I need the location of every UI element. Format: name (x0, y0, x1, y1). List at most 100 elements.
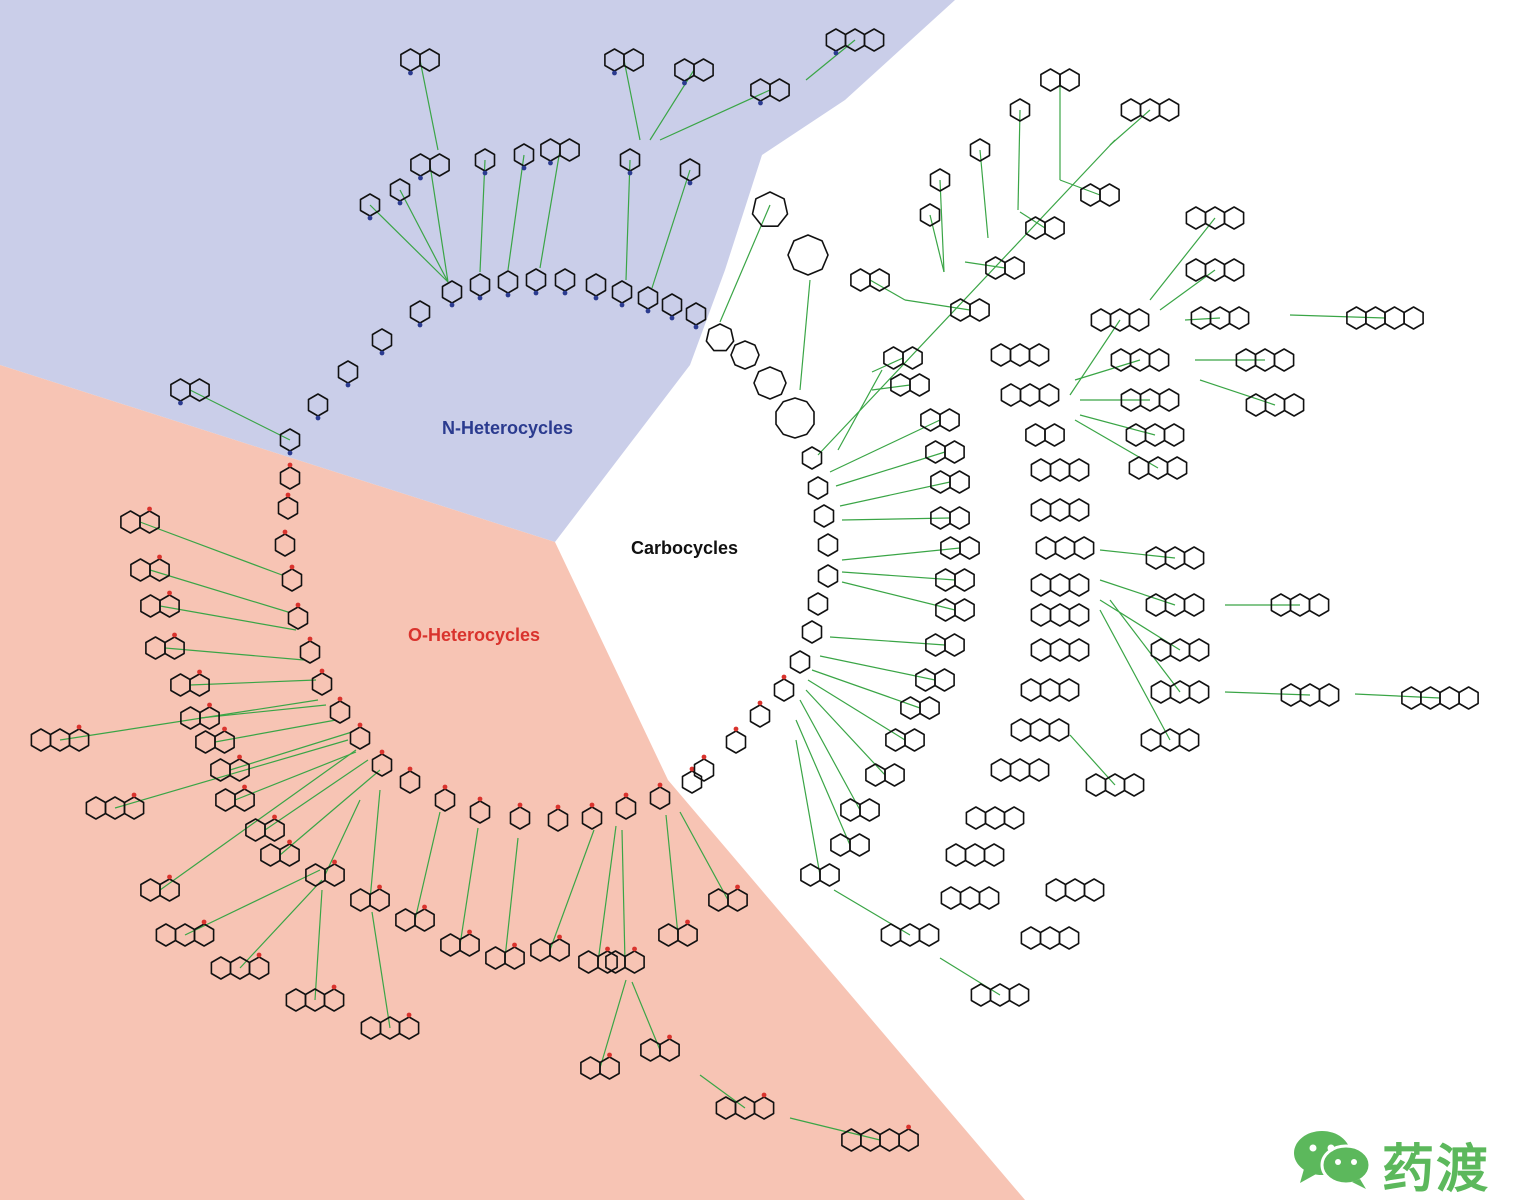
carbocycle-scaffold-icon (1020, 678, 1080, 702)
n-heterocycle-scaffold-icon (409, 300, 431, 328)
tree-edge (214, 719, 337, 743)
tree-edge (649, 69, 695, 141)
tree-edge (807, 679, 906, 741)
carbocycle-scaffold-icon (1025, 423, 1065, 447)
n-heterocycle-scaffold-icon (611, 280, 633, 308)
carbonyl-ring-scaffold-icon (725, 726, 747, 754)
carbocycle-scaffold-icon (925, 440, 965, 464)
tree-edge (1289, 314, 1386, 319)
n-heterocycle-scaffold-icon (585, 273, 607, 301)
tree-edge (651, 169, 691, 289)
tree-edge (149, 569, 289, 613)
n-heterocycle-scaffold-icon (513, 143, 535, 171)
o-heterocycle-scaffold-icon (649, 782, 671, 810)
tree-edge (839, 481, 951, 507)
carbocycle-ring-icon (813, 504, 835, 528)
o-heterocycle-scaffold-icon (145, 632, 185, 660)
carbocycle-scaffold-icon (1120, 98, 1180, 122)
edge-layer (59, 39, 1441, 1141)
o-heterocycle-scaffold-icon (469, 796, 491, 824)
carbocycle-scaffold-icon (850, 268, 890, 292)
tree-edge (904, 299, 971, 311)
tree-edge (279, 769, 381, 856)
carbocycle-scaffold-icon (935, 568, 975, 592)
tree-edge (314, 889, 323, 1001)
carbocycle-ring-icon (817, 533, 839, 557)
n-heterocycle-scaffold-icon (469, 273, 491, 301)
tree-edge (597, 825, 617, 963)
o-heterocycle-scaffold-icon (360, 1012, 420, 1040)
n-heterocycles-region (0, 0, 955, 542)
carbocycle-scaffold-icon (990, 758, 1050, 782)
n-heterocycle-scaffold-icon (825, 28, 885, 56)
n-heterocycle-scaffold-icon (661, 293, 683, 321)
tree-edge (1159, 269, 1216, 311)
carbocycle-scaffold-icon (1185, 206, 1245, 230)
tree-edge (1074, 359, 1141, 381)
o-heterocycle-scaffold-icon (434, 784, 456, 812)
n-heterocycle-scaffold-icon (750, 78, 790, 106)
o-heterocycles-region (0, 365, 1025, 1200)
tree-edge (504, 837, 519, 959)
carbocycle-scaffold-icon (940, 536, 980, 560)
tree-edge (234, 751, 357, 801)
carbocycle-scaffold-icon (1030, 638, 1090, 662)
wechat-chat-bubbles-icon (1294, 1131, 1372, 1189)
tree-edge (979, 149, 989, 239)
carbocycle-scaffold-icon (1235, 348, 1295, 372)
carbocycle-scaffold-icon (925, 633, 965, 657)
tree-edge (399, 189, 449, 283)
o-heterocycle-scaffold-icon (299, 636, 321, 664)
tree-edge (817, 139, 1116, 456)
tree-edge (811, 669, 921, 709)
n-heterocycle-scaffold-icon (389, 178, 411, 206)
carbocycle-scaffold-icon (883, 346, 923, 370)
carbocycle-scaffold-icon (1270, 593, 1330, 617)
carbocycle-ring-icon (751, 191, 789, 227)
o-heterocycles-label: O-Heterocycles (408, 625, 541, 645)
carbocycle-scaffold-icon (1140, 728, 1200, 752)
n-heterocycle-scaffold-icon (279, 428, 301, 456)
tree-edge (799, 699, 861, 811)
o-heterocycle-scaffold-icon (399, 766, 421, 794)
o-heterocycle-scaffold-icon (349, 722, 371, 750)
n-heterocycle-scaffold-icon (525, 268, 547, 296)
tree-edge (429, 164, 449, 283)
tree-edge (139, 521, 283, 576)
carbocycle-scaffold-icon (1080, 183, 1120, 207)
tree-edge (1224, 691, 1311, 696)
carbocycle-scaffold-icon (929, 168, 951, 192)
carbocycle-scaffold-icon (1030, 458, 1090, 482)
carbocycle-scaffold-icon (1020, 926, 1080, 950)
carbocycle-scaffold-icon (1145, 593, 1205, 617)
o-heterocycle-scaffold-icon (281, 564, 303, 592)
tree-edge (789, 1117, 881, 1141)
carbocycle-ring-icon (705, 323, 735, 352)
tree-edge (264, 759, 369, 831)
carbocycle-ring-icon (801, 446, 823, 470)
carbocycle-scaffold-icon (945, 843, 1005, 867)
tree-edge (699, 1074, 746, 1109)
o-heterocycle-scaffold-icon (509, 802, 531, 830)
o-heterocycle-scaffold-icon (440, 929, 480, 957)
carbocycle-scaffold-icon (880, 923, 940, 947)
o-heterocycle-scaffold-icon (305, 859, 345, 887)
tree-edge (1017, 109, 1021, 211)
o-heterocycle-scaffold-icon (547, 804, 569, 832)
tree-edge (625, 159, 631, 281)
watermark: 药渡 (1290, 1125, 1510, 1200)
n-heterocycle-scaffold-icon (359, 193, 381, 221)
carbocycle-scaffold-icon (1045, 878, 1105, 902)
carbocycle-scaffold-icon (1280, 683, 1340, 707)
carbocycle-ring-icon (807, 592, 829, 616)
tree-edge (507, 154, 525, 271)
tree-edge (841, 517, 951, 521)
tree-edge (829, 419, 941, 473)
o-heterocycle-scaffold-icon (195, 726, 235, 754)
o-heterocycle-scaffold-icon (287, 602, 309, 630)
carbocycle-scaffold-icon (919, 203, 941, 227)
tree-edge (795, 719, 851, 846)
o-heterocycle-scaffold-icon (580, 1052, 620, 1080)
tree-edge (229, 731, 353, 771)
n-heterocycle-scaffold-icon (540, 138, 580, 166)
